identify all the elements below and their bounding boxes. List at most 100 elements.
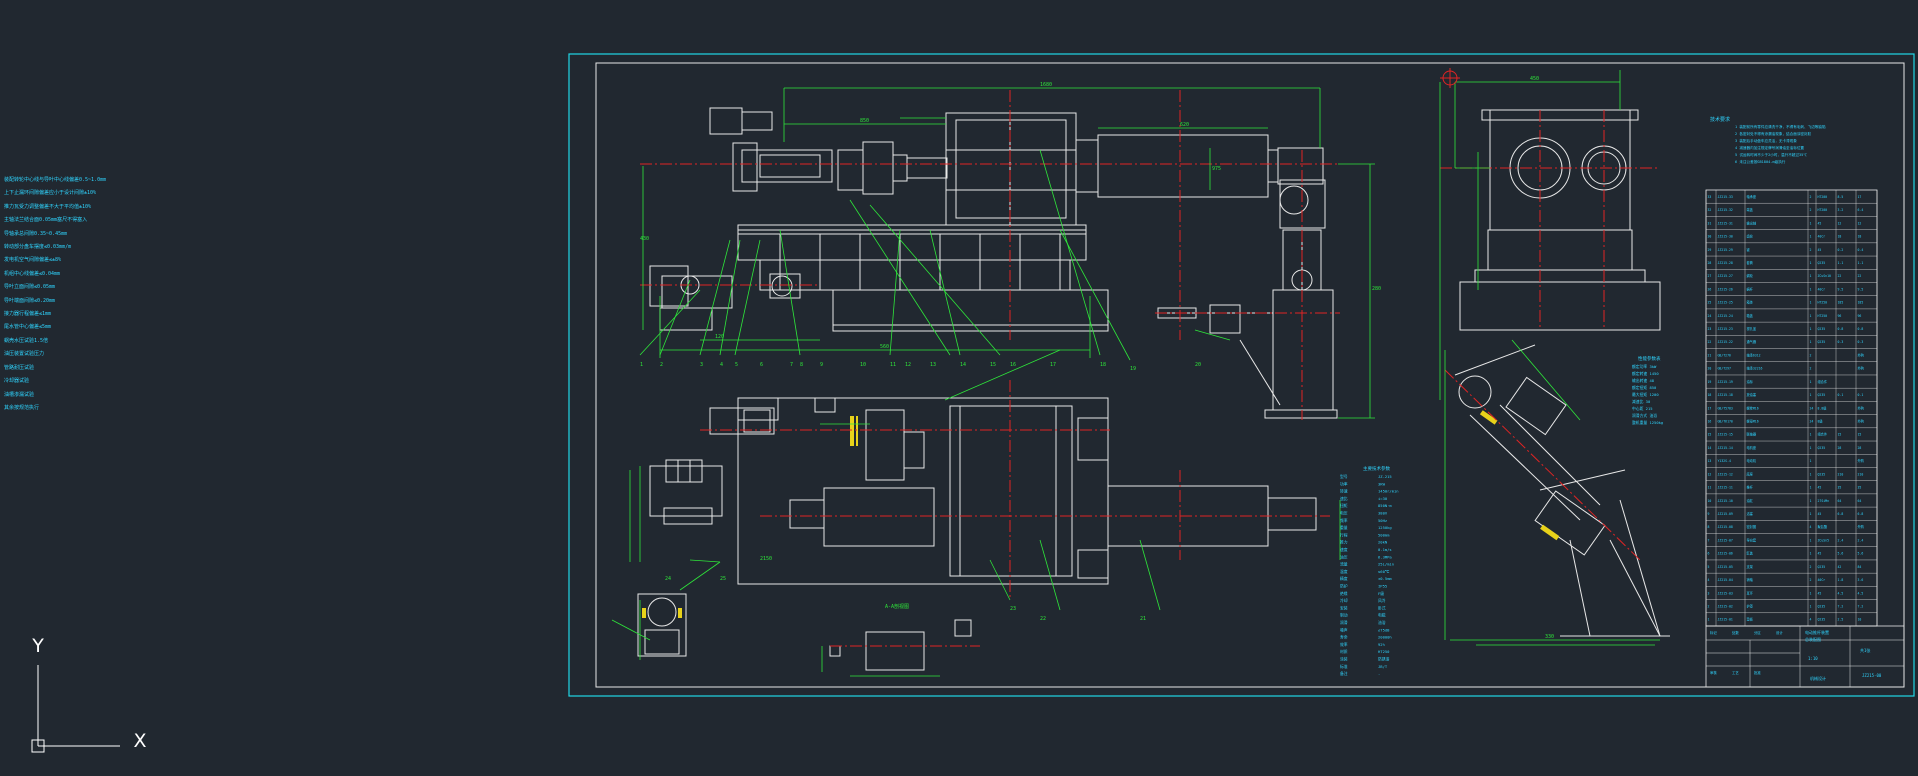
bom-cell: 20	[1708, 367, 1712, 371]
bom-cell: 1.1	[1858, 261, 1864, 265]
bom-cell: JZ215-02	[1718, 604, 1733, 608]
bom-cell: 6	[1708, 552, 1710, 556]
spec-label: 功率	[1340, 481, 1348, 486]
bom-cell: JZ215-27	[1718, 274, 1733, 278]
bom-cell: 导向套	[1747, 537, 1757, 542]
bom-cell: 6.4	[1858, 208, 1864, 212]
side-spec-line: 最大扭矩 1200	[1632, 392, 1659, 397]
note-line: 装配转轮中心线与导叶中心线偏差0.5~1.0mm	[4, 177, 107, 183]
balloon-label: 22	[1040, 616, 1046, 622]
spec-label: 冷却	[1340, 598, 1348, 603]
bom-cell: GB/T276	[1718, 353, 1732, 357]
bom-cell: 护罩	[1747, 603, 1753, 608]
bom-cell: HT250	[1818, 314, 1828, 318]
spec-value: 380V	[1378, 511, 1388, 516]
balloon-label: 8	[800, 362, 803, 368]
bom-cell: GB/T297	[1718, 367, 1732, 371]
bom-cell: 24	[1708, 314, 1712, 318]
tech-requirement-line: 5 试运转时间不少于2小时，温升不超过35℃	[1735, 152, 1807, 157]
bom-cell: JZ215-25	[1718, 301, 1733, 305]
bom-cell: JZ215-05	[1718, 565, 1733, 569]
bom-cell: 视孔盖	[1747, 326, 1757, 331]
bom-cell: HT250	[1818, 301, 1828, 305]
bom-cell: 5.6	[1858, 552, 1864, 556]
side-spec-line: 减速比 30	[1632, 399, 1651, 404]
bom-cell: JZ215-23	[1718, 327, 1733, 331]
bom-cell: Q235	[1818, 565, 1826, 569]
bom-cell: 齿轮	[1747, 234, 1754, 239]
bom-cell: 4	[1810, 525, 1812, 529]
bom-cell: 电动机	[1747, 458, 1757, 463]
bom-cell: Q235	[1818, 327, 1826, 331]
bom-cell: 4.5	[1858, 591, 1864, 595]
bom-cell: 1.8	[1838, 578, 1844, 582]
bom-cell: 组合件	[1818, 432, 1828, 437]
tech-requirements-title: 技术要求	[1710, 116, 1730, 123]
side-view	[1459, 109, 1661, 331]
bom-cell: 外购	[1858, 405, 1864, 410]
note-line: 机组中心线偏差≤0.04mm	[4, 270, 61, 277]
spec-label: 速度	[1340, 547, 1348, 552]
bom-cell: 6.8	[1858, 512, 1864, 516]
spec-label: 油压	[1340, 554, 1348, 559]
dimension-text: 850	[860, 118, 869, 124]
spec-value: 50Hz	[1378, 518, 1387, 523]
bom-cell: Q235	[1818, 393, 1826, 397]
bom-cell: 45	[1818, 221, 1822, 225]
bom-cell: JZ215-12	[1718, 472, 1733, 476]
side-spec-line: 输出转速 48	[1632, 378, 1655, 383]
bom-cell: 联轴器	[1747, 432, 1757, 437]
spec-value: 0.1m/s	[1378, 547, 1392, 552]
spec-label: 标准	[1340, 664, 1348, 669]
bom-cell: 96	[1838, 314, 1842, 318]
spec-value: F级	[1378, 591, 1384, 596]
note-line: 尾水管中心偏差≤5mm	[4, 324, 52, 331]
balloon-label: 15	[990, 362, 996, 368]
bom-cell: 聚氨酯	[1818, 524, 1828, 529]
bom-cell: 185	[1858, 301, 1864, 305]
spec-label: 转速	[1340, 489, 1348, 494]
bom-cell: 9.5	[1858, 287, 1864, 291]
bom-cell: 45	[1818, 248, 1822, 252]
bom-cell: 64	[1858, 499, 1862, 503]
bom-cell: JZ215-11	[1718, 486, 1733, 490]
bom-cell: JZ215-15	[1718, 433, 1733, 437]
bom-cell: 40Cr	[1818, 235, 1826, 239]
note-line: 蜗壳水压试验1.5倍	[4, 337, 49, 344]
spec-label: 安装	[1340, 605, 1348, 610]
bom-cell: 蜗杆	[1747, 286, 1754, 291]
bom-cell: 2	[1810, 208, 1812, 212]
bom-cell: 3.2	[1838, 208, 1844, 212]
bom-cell: 1	[1810, 459, 1812, 463]
bom-cell: 42	[1838, 565, 1842, 569]
front-view	[649, 107, 1338, 419]
bom-cell: 键	[1747, 247, 1751, 252]
balloon-label: 6	[760, 362, 763, 368]
dimension-text: 120	[715, 334, 724, 340]
bom-cell: 0.4	[1858, 248, 1864, 252]
bom-cell: HT200	[1818, 208, 1828, 212]
bom-cell: 5.6	[1838, 552, 1844, 556]
tech-requirement-line: 4 减速器内加注规定牌号润滑油至油标位置	[1735, 145, 1804, 150]
bom-cell: 缸盖	[1747, 551, 1754, 556]
balloon-label: 19	[1130, 366, 1136, 372]
bom-cell: 2	[1708, 604, 1710, 608]
bom-cell: 8.8级	[1818, 405, 1828, 410]
bom-cell: 1	[1810, 604, 1812, 608]
balloon-label: 10	[860, 362, 866, 368]
spec-label: 流量	[1340, 562, 1348, 567]
bom-cell: 21	[1708, 353, 1712, 357]
sheet-frame	[568, 53, 1915, 697]
title-block-label: 分区	[1754, 630, 1761, 635]
note-line: 油压装置试验压力	[4, 351, 45, 358]
bom-cell: 螺母M16	[1747, 419, 1759, 424]
bom-cell: 2	[1810, 367, 1812, 371]
bom-cell: 耳环	[1747, 591, 1753, 595]
bom-cell: Q235	[1818, 618, 1826, 622]
balloon-label: 7	[790, 362, 793, 368]
spec-label: 寿命	[1340, 635, 1348, 640]
